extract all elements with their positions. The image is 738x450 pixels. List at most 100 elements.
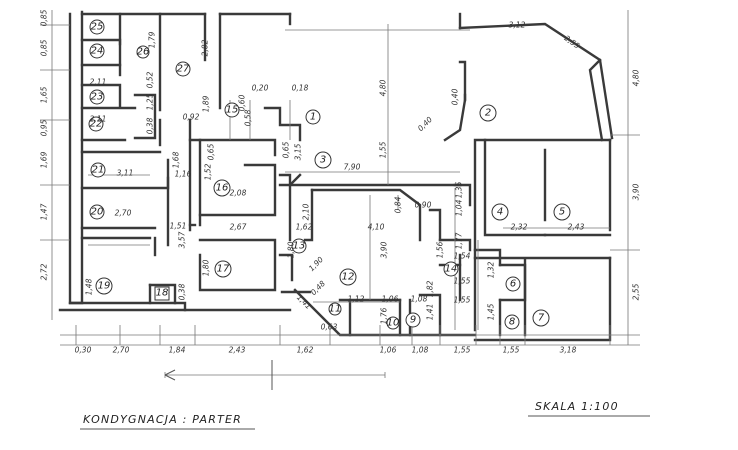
dim-inner-46: 1,45 <box>487 303 496 320</box>
dim-bottom-2: 1,84 <box>169 346 186 355</box>
dim-inner-50: 2,43 <box>568 223 585 232</box>
room-21-label: 21 <box>92 165 105 176</box>
room-4-label: 4 <box>497 207 503 218</box>
room-3-label: 3 <box>320 155 326 166</box>
dim-inner-12: 1,25 <box>146 93 155 110</box>
dim-inner-47: 1,55 <box>454 277 471 286</box>
room-9-label: 9 <box>410 315 416 326</box>
dim-inner-24: 3,57 <box>178 231 187 248</box>
dim-inner-4: 0,58 <box>244 109 253 126</box>
dim-left-1: 0,85 <box>40 39 49 56</box>
dim-left-4: 1,69 <box>40 151 49 168</box>
dim-inner-34: 1,62 <box>296 223 313 232</box>
dim-inner-51: 1,12 <box>348 295 365 304</box>
dim-bottom-1: 2,70 <box>113 346 130 355</box>
dim-inner-17: 0,40 <box>416 115 434 133</box>
room-14-label: 14 <box>445 264 458 275</box>
dim-inner-26: 2,08 <box>230 189 247 198</box>
room-5-label: 5 <box>559 207 565 218</box>
dim-inner-5: 4,80 <box>379 79 388 96</box>
room-8-label: 8 <box>509 317 515 328</box>
dim-inner-39: 0,90 <box>415 201 432 210</box>
dim-inner-56: 0,63 <box>321 323 338 332</box>
dim-inner-38: 1,35 <box>455 181 464 198</box>
dim-inner-48: 1,55 <box>454 296 471 305</box>
dim-inner-15: 1,89 <box>202 95 211 112</box>
dim-inner-61: 1,82 <box>426 280 435 297</box>
dim-inner-23: 1,16 <box>175 170 192 179</box>
dim-inner-52: 1,06 <box>382 295 399 304</box>
dim-inner-43: 1,56 <box>436 241 445 258</box>
dim-inner-49: 2,32 <box>511 223 528 232</box>
left-dimension-labels: 0,85 0,85 1,65 0,95 1,69 1,47 2,72 <box>40 9 49 280</box>
dim-inner-42: 1,77 <box>455 232 464 249</box>
dim-inner-6: 7,90 <box>344 163 361 172</box>
room-13-label: 13 <box>293 241 306 252</box>
room-15-label: 15 <box>226 105 239 116</box>
room-17-label: 17 <box>217 264 230 275</box>
dim-bottom-0: 0,30 <box>75 346 92 355</box>
right-rooms-walls <box>473 138 612 337</box>
room-2-label: 2 <box>485 108 491 119</box>
dimension-lines <box>40 10 640 378</box>
dim-inner-32: 4,10 <box>368 223 385 232</box>
room-18-label: 18 <box>156 288 169 299</box>
room-markers: 1 2 3 4 5 6 7 8 9 10 11 12 13 14 15 16 1… <box>88 19 571 330</box>
dim-inner-53: 1,08 <box>411 295 428 304</box>
dim-inner-18: 0,40 <box>451 88 460 105</box>
room-22-label: 22 <box>90 119 103 130</box>
dim-bottom-5: 1,06 <box>380 346 397 355</box>
dim-left-0: 0,85 <box>40 9 49 26</box>
dim-bottom-9: 3,18 <box>560 346 577 355</box>
inner-dimension-labels: 3,12 2,55 0,18 0,20 0,58 4,80 7,90 1,55 … <box>85 21 585 332</box>
room-10-label: 10 <box>387 318 400 329</box>
room-26-label: 26 <box>137 47 150 58</box>
dim-inner-2: 0,18 <box>292 84 309 93</box>
dim-inner-11: 0,52 <box>146 71 155 88</box>
dim-right-0: 4,80 <box>632 69 641 86</box>
dim-inner-0: 3,12 <box>509 21 526 30</box>
dim-inner-41: 1,04 <box>455 199 464 216</box>
dim-inner-29: 0,65 <box>282 141 291 158</box>
dim-inner-20: 2,70 <box>115 209 132 218</box>
scale-label: SKALA 1:100 <box>535 400 619 413</box>
dim-inner-30: 3,15 <box>294 143 303 160</box>
dim-right-1: 3,90 <box>632 183 641 200</box>
room-11-label: 11 <box>329 304 342 315</box>
dim-inner-40: 0,84 <box>394 196 403 213</box>
dim-inner-13: 0,38 <box>146 117 155 134</box>
dim-inner-22: 1,68 <box>172 151 181 168</box>
dim-left-6: 2,72 <box>40 263 49 280</box>
floor-title: KONDYGNACJA : PARTER <box>83 413 242 426</box>
dim-bottom-4: 1,62 <box>297 346 314 355</box>
dim-inner-1: 2,55 <box>563 34 582 51</box>
dim-bottom-6: 1,08 <box>412 346 429 355</box>
dim-inner-44: 1,54 <box>454 252 471 261</box>
dim-inner-21: 2,67 <box>230 223 247 232</box>
room-6-label: 6 <box>510 279 516 290</box>
room-20-label: 20 <box>91 207 104 218</box>
room-1-label: 1 <box>310 112 316 123</box>
dim-inner-60: 1,80 <box>202 259 211 276</box>
room-16-label: 16 <box>216 183 229 194</box>
dim-inner-19: 3,11 <box>117 169 134 178</box>
dim-inner-59: 1,48 <box>85 278 94 295</box>
dim-left-5: 1,47 <box>40 203 49 220</box>
outer-walls <box>58 10 614 342</box>
room-27-label: 27 <box>177 64 190 75</box>
dim-inner-14: 0,92 <box>183 113 200 122</box>
dim-inner-33: 3,90 <box>380 241 389 258</box>
room-7-label: 7 <box>538 313 545 324</box>
room-19-label: 19 <box>98 281 111 292</box>
dim-inner-62: 2,82 <box>201 39 210 56</box>
dim-bottom-7: 1,55 <box>454 346 471 355</box>
room-24-label: 24 <box>91 46 104 57</box>
dim-inner-35: 1,90 <box>307 255 325 273</box>
dim-right-2: 2,55 <box>632 283 641 300</box>
reference-arrows <box>164 360 273 390</box>
room-23-label: 23 <box>91 92 104 103</box>
dim-bottom-3: 2,43 <box>229 346 246 355</box>
dim-inner-57: 1,41 <box>295 293 313 311</box>
dim-inner-7: 1,55 <box>379 141 388 158</box>
